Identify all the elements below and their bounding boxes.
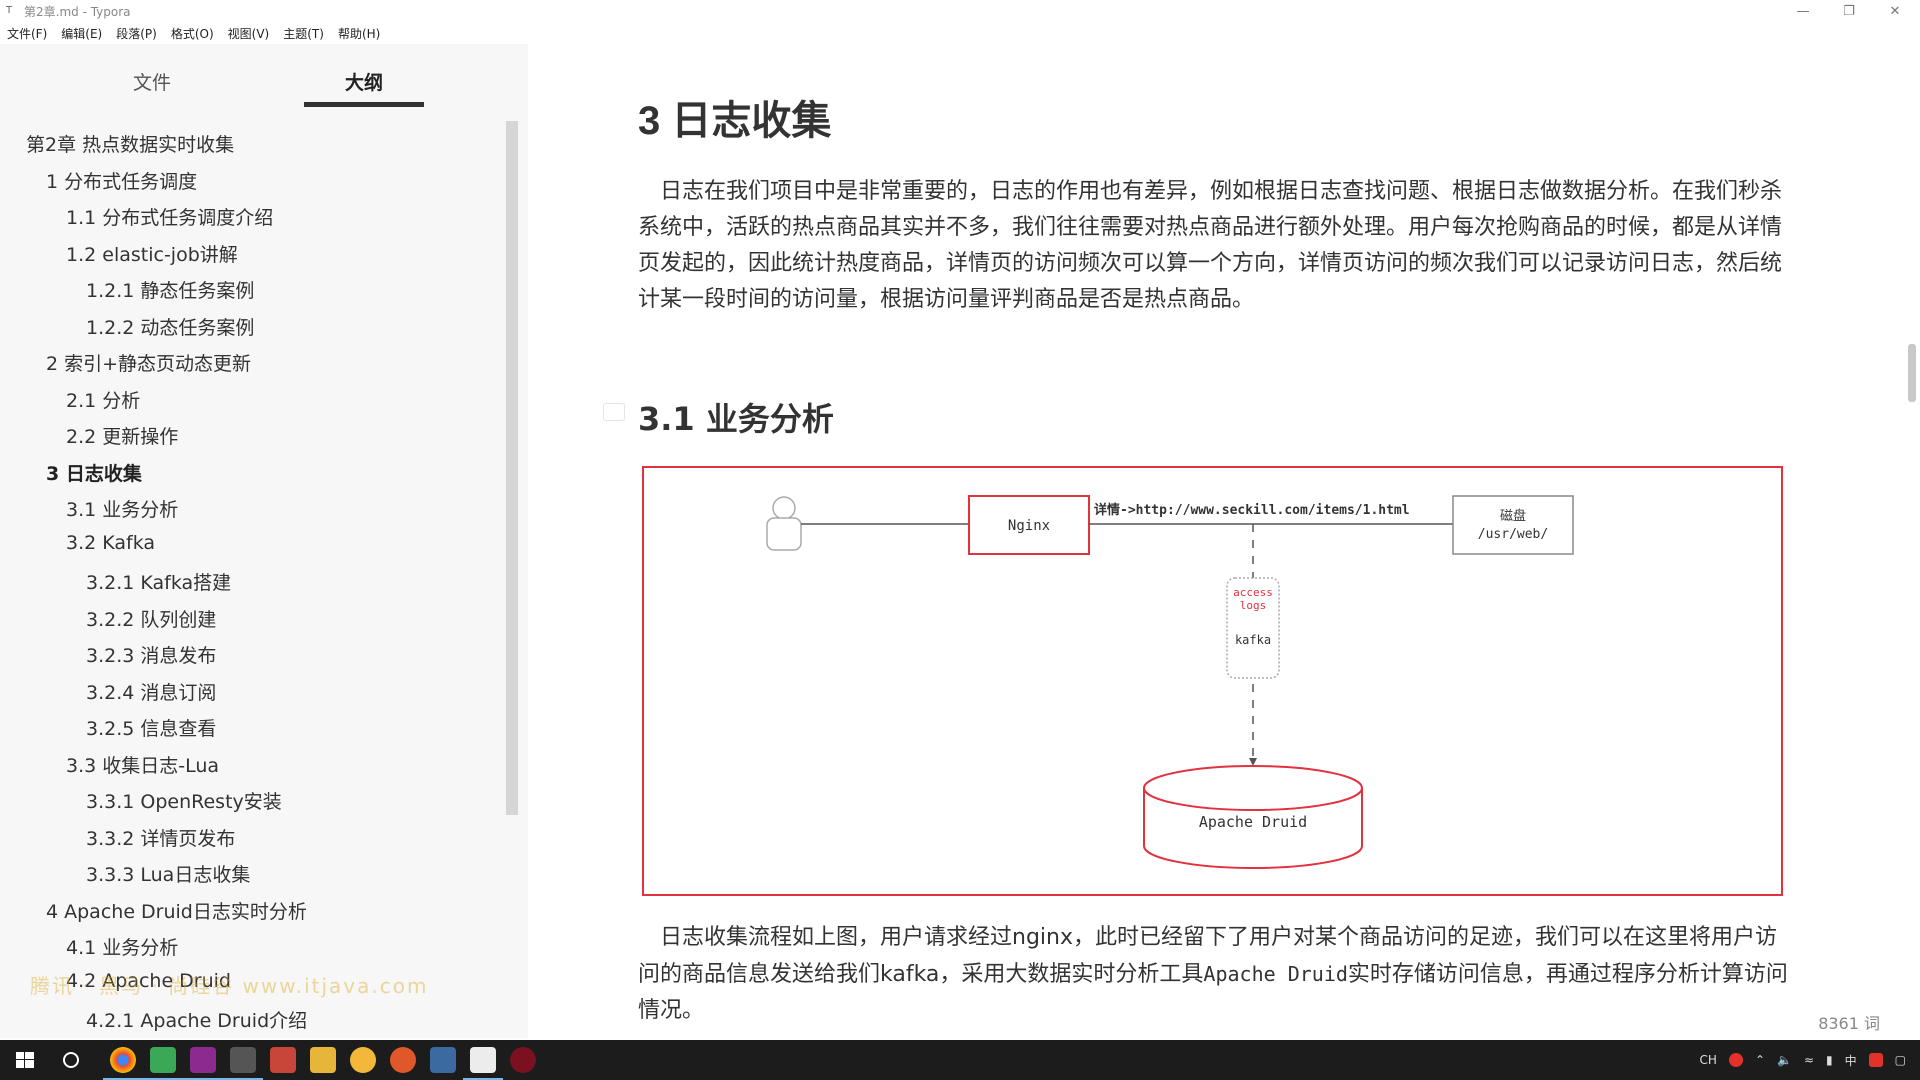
outline-item[interactable]: 3.3.1 OpenResty安装 xyxy=(86,791,282,813)
outline-item[interactable]: 1.2.2 动态任务案例 xyxy=(86,316,255,339)
active-tab-indicator xyxy=(304,102,424,107)
menu-theme[interactable]: 主题(T) xyxy=(283,26,324,41)
battery-icon[interactable]: ▮ xyxy=(1826,1053,1833,1067)
tab-files[interactable]: 文件 xyxy=(132,72,171,94)
outline-item[interactable]: 2 索引+静态页动态更新 xyxy=(46,353,252,375)
outline-item[interactable]: 3.2.2 队列创建 xyxy=(86,608,217,631)
outline-item[interactable]: 3.2.5 信息查看 xyxy=(86,718,217,740)
outline-item[interactable]: 第2章 热点数据实时收集 xyxy=(26,134,235,156)
typora-taskbar-icon[interactable] xyxy=(470,1047,496,1073)
user-icon xyxy=(766,496,802,551)
outline-item[interactable]: 3.2.4 消息订阅 xyxy=(86,681,217,704)
app-icon-green[interactable] xyxy=(150,1047,176,1073)
app-icon-dark-red[interactable] xyxy=(510,1047,536,1073)
heading-1: 3 日志收集 xyxy=(638,99,832,143)
tray-ime[interactable]: 中 xyxy=(1844,1053,1857,1068)
tab-outline[interactable]: 大纲 xyxy=(344,72,383,94)
sidebar-scrollbar[interactable] xyxy=(506,121,518,815)
paragraph-flow-text-1: 日志收集流程如上图，用户请求经过nginx，此时已经留下了用户对某个商品访问的足… xyxy=(638,925,1777,987)
nginx-label: Nginx xyxy=(1008,518,1050,534)
outline-item[interactable]: 3 日志收集 xyxy=(46,462,142,485)
outline-item[interactable]: 2.2 更新操作 xyxy=(66,426,179,448)
notification-icon[interactable]: ▢ xyxy=(1894,1053,1906,1067)
menu-format[interactable]: 格式(O) xyxy=(170,26,214,41)
disk-box xyxy=(1452,495,1574,555)
outline-item[interactable]: 3.3.3 Lua日志收集 xyxy=(86,864,251,886)
app-icon-red[interactable] xyxy=(270,1047,296,1073)
url-label: 详情->http://www.seckill.com/items/1.html xyxy=(1094,502,1410,518)
title-bar: T 第2章.md - Typora — ❐ ✕ xyxy=(0,0,1920,22)
diagram-svg: Nginx 详情->http://www.seckill.com/items/1… xyxy=(766,495,1574,869)
outline-item[interactable]: 4.2 Apache Druid xyxy=(66,969,231,992)
word-count[interactable]: 8361 词 xyxy=(1818,1014,1880,1033)
outline-item[interactable]: 3.1 业务分析 xyxy=(66,499,179,521)
kafka-label: kafka xyxy=(1235,633,1271,647)
outline-item[interactable]: 1 分布式任务调度 xyxy=(46,170,198,193)
disk-label: 磁盘 xyxy=(1500,508,1526,524)
intellij-icon[interactable] xyxy=(190,1047,216,1073)
sogou-tray-icon[interactable] xyxy=(1868,1053,1883,1067)
menu-help[interactable]: 帮助(H) xyxy=(337,26,381,41)
app-icon-orange[interactable] xyxy=(390,1047,416,1073)
close-icon[interactable]: ✕ xyxy=(1889,3,1901,19)
kafka-queue xyxy=(1226,577,1280,679)
nginx-box xyxy=(968,495,1090,555)
menu-file[interactable]: 文件(F) xyxy=(7,26,48,41)
windows-taskbar: CH ⌃ 🔈 ≈ ▮ 中 ▢ xyxy=(0,1040,1920,1080)
chrome-icon[interactable] xyxy=(110,1047,136,1073)
outline-item[interactable]: 3.3.2 详情页发布 xyxy=(86,827,236,850)
inline-code-druid: Apache Druid xyxy=(1203,962,1348,986)
outline-item[interactable]: 1.2 elastic-job讲解 xyxy=(66,243,238,266)
access-logs-label-2: logs xyxy=(1240,599,1267,612)
app-icon-yellow[interactable] xyxy=(350,1047,376,1073)
menu-edit[interactable]: 编辑(E) xyxy=(61,26,103,41)
access-logs-label: access xyxy=(1233,586,1273,599)
menu-bar: 文件(F) 编辑(E) 段落(P) 格式(O) 视图(V) 主题(T) 帮助(H… xyxy=(0,22,1920,44)
sogou-icon[interactable] xyxy=(1728,1053,1743,1067)
tray-language[interactable]: CH xyxy=(1699,1053,1717,1067)
outline-item[interactable]: 2.1 分析 xyxy=(66,389,141,412)
druid-database xyxy=(1143,765,1363,869)
log-collection-diagram: Nginx 详情->http://www.seckill.com/items/1… xyxy=(642,466,1783,896)
outline-item[interactable]: 3.2 Kafka xyxy=(66,531,156,554)
window-title: 第2章.md - Typora xyxy=(24,4,131,19)
heading-2: 3.1 业务分析 xyxy=(638,400,834,438)
druid-label: Apache Druid xyxy=(1199,813,1307,831)
menu-view[interactable]: 视图(V) xyxy=(227,26,270,41)
sidebar: 文件 大纲 第2章 热点数据实时收集 1 分布式任务调度 1.1 分布式任务调度介绍… xyxy=(0,44,528,1038)
paragraph-flow: 日志收集流程如上图，用户请求经过nginx，此时已经留下了用户对某个商品访问的足… xyxy=(638,920,1788,1029)
outline-item[interactable]: 3.3 收集日志-Lua xyxy=(66,754,220,777)
outline-item[interactable]: 3.2.1 Kafka搭建 xyxy=(86,572,232,594)
system-tray: CH ⌃ 🔈 ≈ ▮ 中 ▢ xyxy=(1694,1040,1920,1080)
editor[interactable]: 3 日志收集 日志在我们项目中是非常重要的，日志的作用也有差异，例如根据日志查找… xyxy=(528,44,1920,1038)
menu-paragraph[interactable]: 段落(P) xyxy=(116,26,157,41)
paragraph-flow-text-2: 实时存储访问信息，再通过程序分析计算访问情况。 xyxy=(638,962,1788,1023)
app-icon-blue[interactable] xyxy=(430,1047,456,1073)
sidebar-tabs: 文件 大纲 xyxy=(0,44,528,110)
editor-scrollbar[interactable] xyxy=(1908,344,1916,402)
file-explorer-icon[interactable] xyxy=(310,1047,336,1073)
outline-item[interactable]: 1.2.1 静态任务案例 xyxy=(86,280,255,302)
windows-start-icon[interactable] xyxy=(12,1047,38,1073)
watermark: 腾讯 · 黑马 · 尚硅谷 www.itjava.com xyxy=(30,974,429,998)
heading-marker-icon xyxy=(603,403,625,421)
search-icon[interactable] xyxy=(58,1047,84,1073)
outline-item[interactable]: 3.2.3 消息发布 xyxy=(86,645,217,667)
network-icon[interactable]: ≈ xyxy=(1803,1053,1815,1067)
disk-path-label: /usr/web/ xyxy=(1478,527,1548,542)
outline-item[interactable]: 4.2.1 Apache Druid介绍 xyxy=(86,1010,308,1032)
typora-app-icon: T xyxy=(6,5,13,16)
restore-icon[interactable]: ❐ xyxy=(1843,3,1855,19)
outline-item[interactable]: 4 Apache Druid日志实时分析 xyxy=(46,900,307,923)
volume-icon[interactable]: 🔈 xyxy=(1777,1053,1792,1067)
minimize-icon[interactable]: — xyxy=(1796,3,1810,19)
outline-item[interactable]: 1.1 分布式任务调度介绍 xyxy=(66,207,274,229)
outline-item[interactable]: 4.1 业务分析 xyxy=(66,937,179,959)
terminal-icon[interactable] xyxy=(230,1047,256,1073)
tray-chevron-icon[interactable]: ⌃ xyxy=(1754,1053,1766,1067)
paragraph-intro: 日志在我们项目中是非常重要的，日志的作用也有差异，例如根据日志查找问题、根据日志… xyxy=(638,179,1783,312)
